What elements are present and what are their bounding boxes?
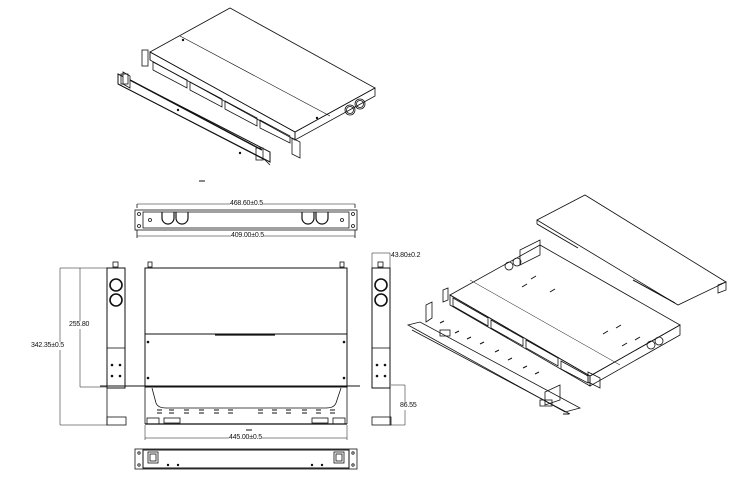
top-view <box>100 261 360 440</box>
dim-mount-hole-spacing: 409.00±0.5 <box>231 232 264 240</box>
dim-overall-width: 468.60±0.5 <box>230 200 263 208</box>
side-view-left <box>106 261 127 426</box>
dim-tray-extension: 86.55 <box>400 402 417 410</box>
dim-depth-body: 255.80 <box>69 321 90 329</box>
dim-depth-total: 342.35±0.5 <box>31 342 64 350</box>
isometric-closed-view <box>117 7 376 166</box>
dim-body-width: 445.00±0.5 <box>229 434 262 442</box>
dim-height: 43.80±0.2 <box>391 252 421 260</box>
side-view-right <box>371 252 406 426</box>
isometric-exploded-view <box>406 194 727 415</box>
left-dimensions <box>59 267 107 426</box>
bottom-front-view <box>134 448 358 470</box>
